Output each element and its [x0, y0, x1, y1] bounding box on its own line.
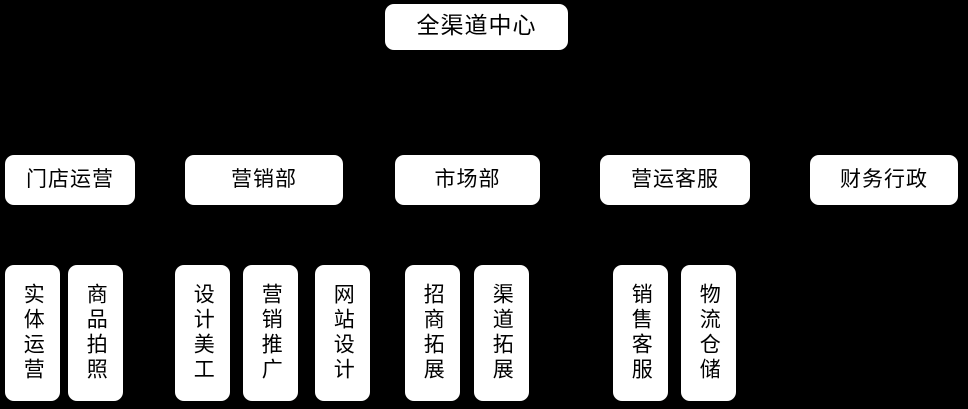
node-level2-label: 门店运营	[26, 167, 114, 192]
connector-drop-to-level2-4	[675, 90, 677, 155]
node-level3-8[interactable]: 物流仓储	[681, 265, 736, 401]
node-level3-label: 招商拓展	[421, 283, 446, 383]
connector-stem-g3	[467, 205, 469, 230]
node-level3-4[interactable]: 网站设计	[315, 265, 370, 401]
node-level2-label: 市场部	[434, 167, 501, 192]
node-level3-5[interactable]: 招商拓展	[405, 265, 460, 401]
connector-drop-g4-b	[708, 230, 710, 265]
connector-drop-g1-a	[32, 230, 34, 265]
node-level2-1[interactable]: 营销部	[185, 155, 343, 205]
connector-drop-g1-b	[95, 230, 97, 265]
connector-drop-g4-a	[640, 230, 642, 265]
node-level2-label: 财务行政	[840, 167, 928, 192]
connector-drop-to-level2-5	[884, 90, 886, 155]
connector-stem-g2	[264, 205, 266, 230]
connector-drop-to-level2-1	[70, 90, 72, 155]
node-level3-7[interactable]: 销售客服	[613, 265, 668, 401]
connector-drop-g3-b	[501, 230, 503, 265]
connector-level2-bus	[70, 90, 884, 92]
node-level3-1[interactable]: 商品拍照	[68, 265, 123, 401]
connector-drop-g2-c	[342, 230, 344, 265]
connector-stem-g4	[675, 205, 677, 230]
connector-stem-g1	[70, 205, 72, 230]
node-level3-label: 物流仓储	[697, 283, 722, 383]
connector-drop-to-level2-3	[467, 90, 469, 155]
node-level2-label: 营销部	[231, 167, 297, 192]
connector-bus-g4	[640, 230, 708, 232]
node-level3-2[interactable]: 设计美工	[175, 265, 230, 401]
node-level3-label: 渠道拓展	[490, 283, 515, 383]
connector-bus-g1	[32, 230, 97, 232]
node-level2-2[interactable]: 市场部	[395, 155, 540, 205]
connector-root-stem	[475, 50, 477, 90]
connector-drop-g2-b	[270, 230, 272, 265]
node-root-label: 全渠道中心	[416, 13, 537, 40]
connector-drop-to-level2-2	[264, 90, 266, 155]
connector-bus-g3	[432, 230, 501, 232]
node-level3-label: 商品拍照	[84, 283, 109, 383]
node-level2-label: 营运客服	[631, 167, 719, 192]
node-level2-3[interactable]: 营运客服	[600, 155, 750, 205]
node-level3-label: 实体运营	[21, 283, 46, 383]
connector-drop-g3-a	[432, 230, 434, 265]
node-level3-label: 网站设计	[331, 283, 356, 383]
node-level3-3[interactable]: 营销推广	[243, 265, 298, 401]
connector-bus-g2	[202, 230, 342, 232]
node-level3-label: 营销推广	[259, 283, 284, 383]
connector-drop-g2-a	[202, 230, 204, 265]
node-level3-0[interactable]: 实体运营	[5, 265, 60, 401]
node-level3-label: 销售客服	[629, 283, 654, 383]
node-root[interactable]: 全渠道中心	[385, 4, 568, 50]
node-level3-label: 设计美工	[191, 283, 216, 383]
node-level2-4[interactable]: 财务行政	[810, 155, 958, 205]
node-level3-6[interactable]: 渠道拓展	[474, 265, 529, 401]
node-level2-0[interactable]: 门店运营	[5, 155, 135, 205]
